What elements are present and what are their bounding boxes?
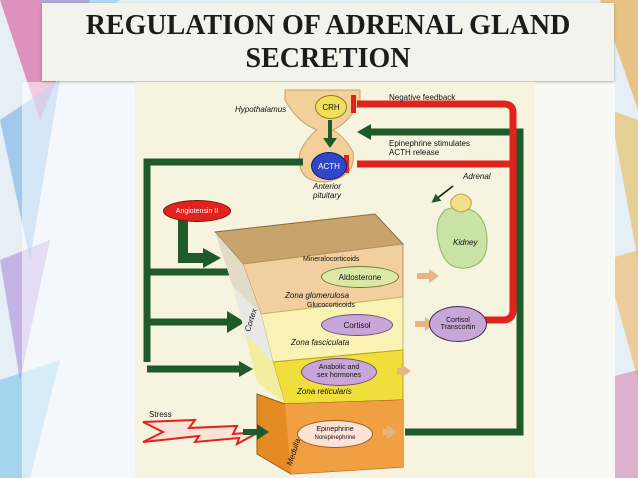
- norepinephrine-label: Norepinephrine: [314, 435, 356, 441]
- anabolic-label: Anabolic and sex hormones: [317, 364, 361, 379]
- cortisol-transcortin-bottom: Transcortin: [440, 324, 476, 331]
- cortisol-pill: Cortisol: [321, 314, 393, 336]
- slide-title: REGULATION OF ADRENAL GLAND SECRETION: [85, 10, 571, 74]
- mineralocorticoid-side: [215, 232, 261, 314]
- crh-to-acth-arrowhead: [323, 138, 337, 148]
- glucocorticoid-side: [233, 287, 273, 362]
- cortisol-transcortin-pill: Cortisol Transcortin: [429, 306, 487, 342]
- epinephrine-pill: Epinephrine Norepinephrine: [297, 420, 373, 448]
- anabolic-output-head: [401, 364, 411, 378]
- zona-reticularis-label: Zona reticularis: [297, 387, 352, 396]
- adrenal-pointer-arrow: [431, 185, 454, 203]
- cortisol-transcortin-top: Cortisol: [446, 317, 470, 324]
- negative-feedback-label: Negative feedback: [389, 93, 456, 102]
- adrenal-label: Adrenal: [463, 172, 491, 181]
- right-margin-panel: [535, 82, 615, 478]
- crh-label: CRH: [322, 102, 340, 112]
- cortisol-label: Cortisol: [343, 320, 371, 330]
- aldosterone-pill: Aldosterone: [321, 266, 399, 288]
- mineralocorticoids-label: Mineralocorticoids: [303, 256, 360, 263]
- left-margin-panel: [22, 82, 135, 478]
- anabolic-pill: Anabolic and sex hormones: [301, 358, 377, 386]
- glucocorticoids-label: Glucocorticoids: [307, 302, 355, 309]
- hypothalamus-label: Hypothalamus: [235, 105, 287, 114]
- epinephrine-stimulates-label: Epinephrine stimulates ACTH release: [389, 139, 470, 157]
- zona-glomerulosa-label: Zona glomerulosa: [285, 291, 350, 300]
- arrowhead-gluco: [227, 311, 245, 333]
- kidney-label: Kidney: [453, 238, 478, 247]
- epinephrine-label: Epinephrine: [316, 426, 354, 433]
- acth-label: ACTH: [318, 161, 340, 171]
- acth-pill: ACTH: [311, 152, 347, 180]
- adrenal-shape: [450, 193, 472, 213]
- epinephrine-output-head: [387, 425, 397, 439]
- angiotensin-arrowhead: [203, 248, 221, 268]
- epinephrine-green-loop: [365, 128, 524, 436]
- epinephrine-loop-arrowhead: [357, 124, 371, 140]
- stress-arrow: [142, 418, 260, 447]
- angiotensin-label: Angiotensin II: [175, 207, 219, 215]
- aldosterone-label: Aldosterone: [338, 272, 382, 282]
- stress-label: Stress: [149, 410, 172, 419]
- inhibit-bar-crh: [351, 95, 356, 113]
- adrenal-regulation-diagram: CRH ACTH Hypothalamus Negative feedback …: [135, 82, 535, 478]
- kidney-shape: [436, 206, 488, 269]
- aldosterone-output-head: [429, 269, 439, 283]
- angiotensin-pill: Angiotensin II: [163, 200, 231, 222]
- zona-fasciculata-label: Zona fasciculata: [291, 338, 350, 347]
- crh-pill: CRH: [315, 95, 347, 119]
- reticularis-side: [245, 334, 285, 404]
- negative-feedback-loop: [357, 100, 517, 324]
- stress-to-medulla-head: [257, 424, 269, 440]
- angiotensin-arrow: [178, 217, 205, 263]
- acth-green-pathway: [143, 158, 303, 362]
- arrowhead-reticularis: [239, 361, 253, 377]
- title-box: REGULATION OF ADRENAL GLAND SECRETION: [42, 3, 614, 81]
- anterior-pituitary-label: Anterior pituitary: [313, 182, 342, 200]
